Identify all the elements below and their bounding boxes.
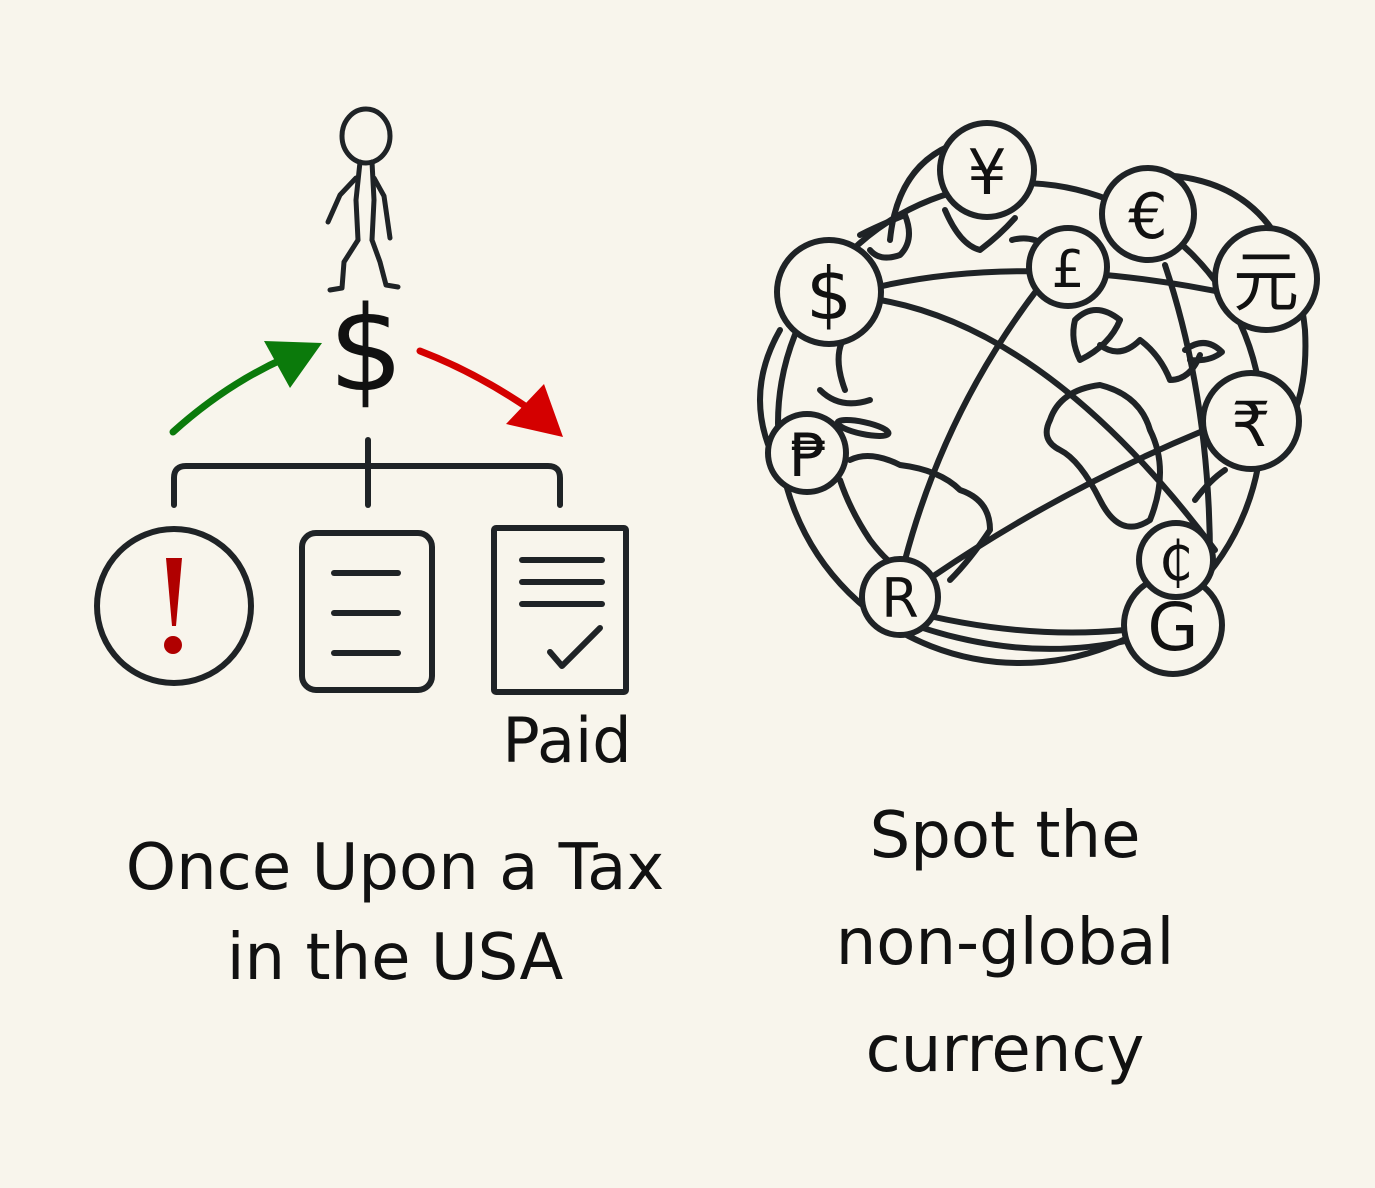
pound-symbol: £	[1051, 240, 1084, 300]
alert-icon	[94, 526, 254, 686]
yuan-symbol: 元	[1233, 244, 1299, 321]
peso-symbol: ₱	[790, 421, 828, 491]
document-icon	[299, 530, 435, 693]
yuan-coin: 元	[1212, 225, 1320, 333]
paid-label: Paid	[502, 704, 631, 777]
right-caption-line-3: currency	[865, 1013, 1145, 1087]
right-caption: Spot the non-global currency	[790, 783, 1220, 1104]
dollar-coin: $	[774, 237, 884, 347]
g-symbol: G	[1147, 589, 1198, 666]
rupee-coin: ₹	[1200, 370, 1302, 472]
left-caption-line-2: in the USA	[226, 921, 564, 995]
rupee-symbol: ₹	[1231, 388, 1270, 461]
tax-flow-diagram: $	[94, 106, 632, 777]
yen-coin: ¥	[937, 120, 1037, 220]
left-caption: Once Upon a Tax in the USA	[60, 823, 730, 1003]
euro-symbol: €	[1128, 180, 1167, 253]
rand-coin: R	[859, 556, 941, 638]
currency-globe-panel: ¥ € £ $ 元 ₹ ₱ G	[690, 0, 1375, 1188]
green-arrow-icon	[169, 341, 322, 436]
right-caption-line-1: Spot the	[869, 799, 1141, 873]
left-caption-line-1: Once Upon a Tax	[125, 831, 665, 905]
paid-document-icon	[491, 525, 629, 695]
dollar-symbol: $	[806, 252, 852, 336]
peso-coin: ₱	[765, 411, 849, 495]
branch-connector	[171, 437, 563, 508]
dollar-sign-icon: $	[328, 280, 403, 418]
pound-coin: £	[1026, 225, 1110, 309]
euro-coin: €	[1099, 165, 1197, 263]
rand-symbol: R	[881, 567, 919, 630]
cedi-symbol: ₵	[1159, 530, 1193, 593]
person-icon	[325, 106, 401, 293]
cedi-coin: ₵	[1136, 520, 1216, 600]
red-arrow-icon	[416, 347, 563, 437]
currency-globe-diagram: ¥ € £ $ 元 ₹ ₱ G	[757, 120, 1320, 677]
tax-illustration-panel: $	[94, 106, 664, 995]
right-caption-line-2: non-global	[835, 906, 1175, 980]
g-coin: G	[1121, 573, 1225, 677]
yen-symbol: ¥	[967, 136, 1006, 209]
